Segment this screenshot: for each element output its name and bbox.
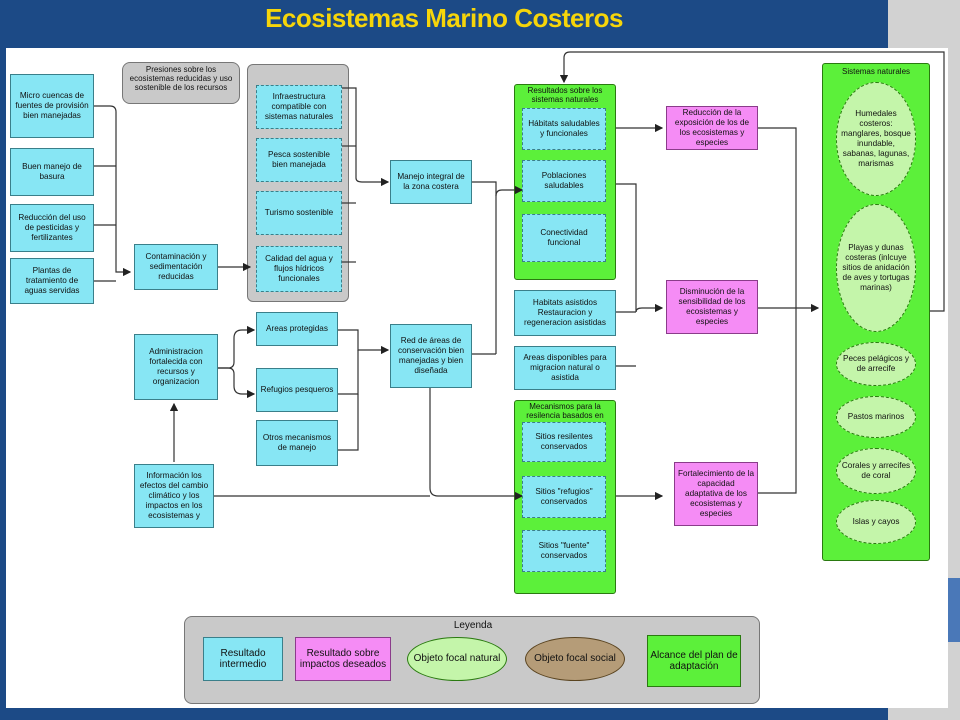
node-conectividad: Conectividad funcional xyxy=(522,214,606,262)
node-sitios-resilentes: Sitios resilentes conservados xyxy=(522,422,606,462)
node-administracion: Administracion fortalecida con recursos … xyxy=(134,334,218,400)
legend-alcance: Alcance del plan de adaptación xyxy=(647,635,741,687)
node-informacion: Información los efectos del cambio climá… xyxy=(134,464,214,528)
presiones-label-box xyxy=(122,62,240,104)
connector-lines xyxy=(94,51,945,501)
presiones-label: Presiones sobre los ecosistemas reducida… xyxy=(129,65,233,93)
node-sitios-fuente: Sitios "fuente" conservados xyxy=(522,530,606,572)
node-infraestructura: Infraestructura compatible con sistemas … xyxy=(256,85,342,129)
right-accent-bar xyxy=(948,578,960,642)
node-fortalecimiento: Fortalecimiento de la capacidad adaptati… xyxy=(674,462,758,526)
legend-impactos: Resultado sobre impactos deseados xyxy=(295,637,391,681)
node-red-areas: Red de áreas de conservación bien maneja… xyxy=(390,324,472,388)
slide-title: Ecosistemas Marino Costeros xyxy=(265,3,623,33)
oval-islas: Islas y cayos xyxy=(836,500,916,544)
node-habitats-asistidos: Habitats asistidos Restauracion y regene… xyxy=(514,290,616,336)
legend: Leyenda Resultado intermedio Resultado s… xyxy=(184,616,760,704)
oval-humedales: Humedales costeros: manglares, bosque in… xyxy=(836,82,916,196)
oval-peces: Peces pelágicos y de arrecife xyxy=(836,342,916,386)
mecanismos-title: Mecanismos para la resilencia basados en xyxy=(526,402,604,421)
node-pesca: Pesca sostenible bien manejada xyxy=(256,138,342,182)
node-sitios-refugios: Sitios "refugios" conservados xyxy=(522,476,606,518)
diagram-canvas: Presiones sobre los ecosistemas reducida… xyxy=(6,48,948,708)
legend-social: Objeto focal social xyxy=(525,637,625,681)
oval-pastos: Pastos marinos xyxy=(836,396,916,438)
node-buen-manejo: Buen manejo de basura xyxy=(10,148,94,196)
node-calidad-agua: Calidad del agua y flujos hídricos funci… xyxy=(256,246,342,292)
node-areas-protegidas: Areas protegidas xyxy=(256,312,338,346)
sistemas-naturales-title: Sistemas naturales xyxy=(841,67,911,76)
node-poblaciones: Poblaciones saludables xyxy=(522,160,606,202)
node-reduccion-exposicion: Reducción de la exposición de los de los… xyxy=(666,106,758,150)
node-plantas-tratamiento: Plantas de tratamiento de aguas servidas xyxy=(10,258,94,304)
node-turismo: Turismo sostenible xyxy=(256,191,342,235)
legend-natural: Objeto focal natural xyxy=(407,637,507,681)
node-otros-mecanismos: Otros mecanismos de manejo xyxy=(256,420,338,466)
oval-corales: Corales y arrecifes de coral xyxy=(836,448,916,494)
node-habitats: Hábitats saludables y funcionales xyxy=(522,108,606,150)
node-contaminacion: Contaminación y sedimentación reducidas xyxy=(134,244,218,290)
legend-intermedio: Resultado intermedio xyxy=(203,637,283,681)
legend-title: Leyenda xyxy=(453,620,493,632)
node-manejo-integral: Manejo integral de la zona costera xyxy=(390,160,472,204)
node-areas-disponibles: Areas disponibles para migracion natural… xyxy=(514,346,616,390)
node-micro-cuencas: Micro cuencas de fuentes de provisión bi… xyxy=(10,74,94,138)
node-reduccion-pesticidas: Reducción del uso de pesticidas y fertil… xyxy=(10,204,94,252)
node-disminucion: Disminución de la sensibilidad de los ec… xyxy=(666,280,758,334)
oval-playas: Playas y dunas costeras (inlcuye sitios … xyxy=(836,204,916,332)
node-refugios: Refugios pesqueros xyxy=(256,368,338,412)
resultados-title: Resultados sobre los sistemas naturales xyxy=(527,86,603,105)
